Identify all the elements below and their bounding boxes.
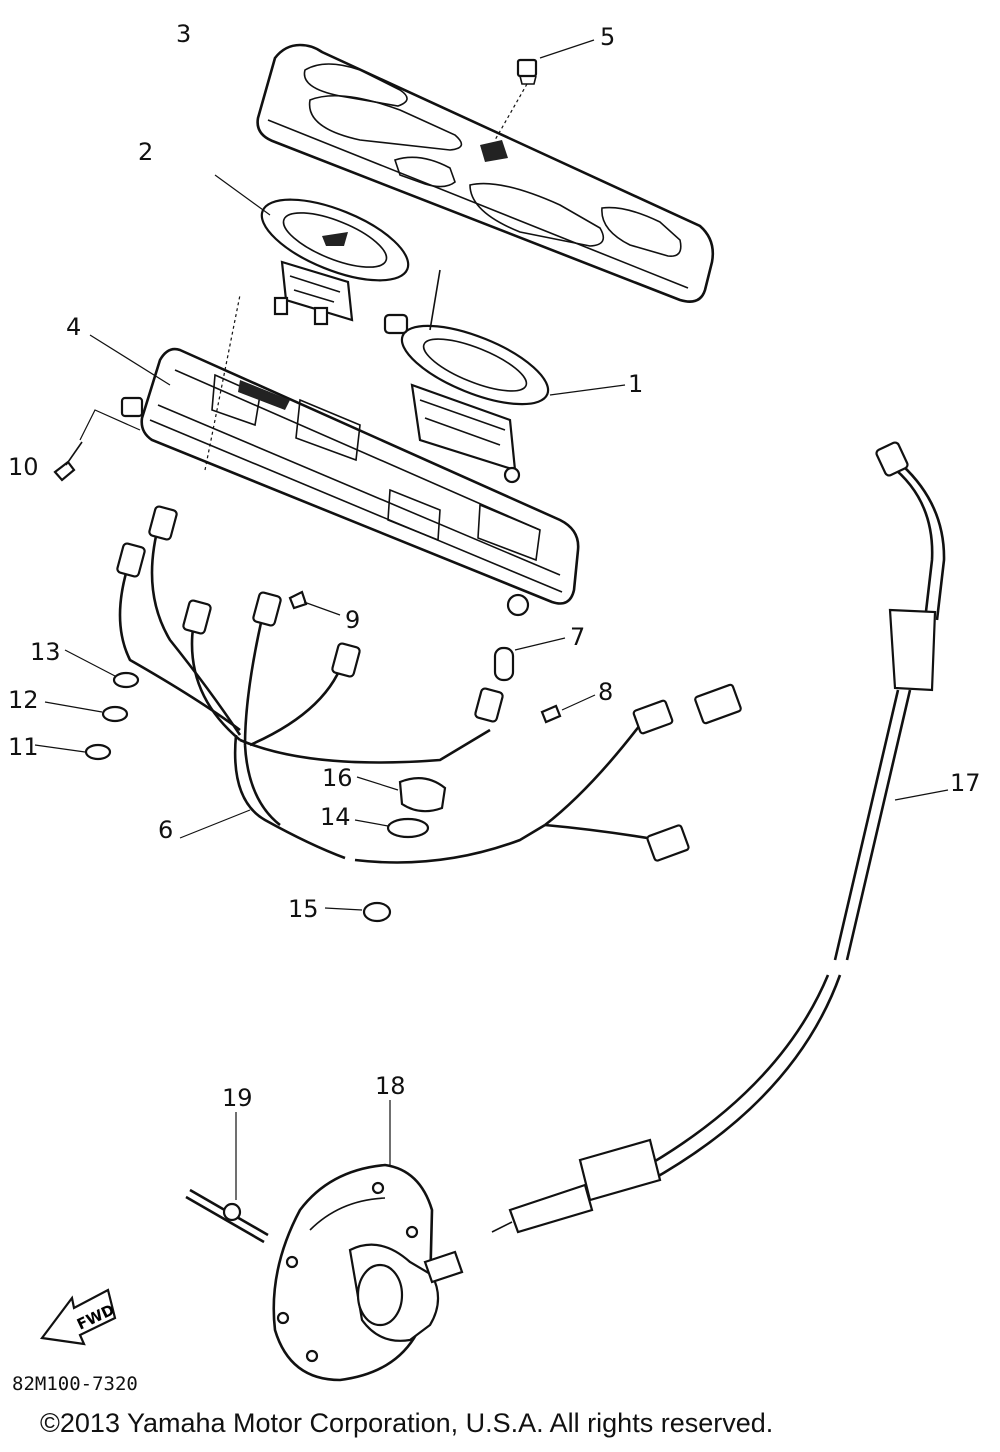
callout-17: 17	[950, 769, 981, 797]
part-19-pin	[185, 1112, 269, 1244]
copyright-notice: ©2013 Yamaha Motor Corporation, U.S.A. A…	[40, 1408, 773, 1438]
callout-9: 9	[345, 606, 360, 634]
part-13-grommet	[112, 671, 140, 689]
part-10-screw	[53, 409, 141, 482]
part-2-gauge-unit	[214, 174, 410, 326]
callout-15: 15	[288, 895, 319, 923]
callout-11: 11	[8, 733, 39, 761]
callout-2: 2	[138, 138, 153, 166]
part-11-grommet	[84, 743, 112, 761]
callout-18: 18	[375, 1072, 406, 1100]
callout-5: 5	[600, 23, 615, 51]
part-4-meter-case	[89, 294, 580, 617]
part-3-meter-cover	[256, 43, 715, 303]
part-17-speedometer-cable	[491, 441, 949, 1234]
part-14-washer	[386, 817, 430, 839]
part-12-clip	[101, 705, 129, 723]
part-1-gauge-unit	[383, 269, 626, 484]
callout-1: 1	[628, 370, 643, 398]
callout-4: 4	[66, 313, 81, 341]
part-16-grommet	[398, 777, 447, 813]
callout-7: 7	[570, 623, 585, 651]
callout-labels: 3 5 2 4 1 10 9 7 13 8 12 11 16 17 14 6 1…	[8, 20, 981, 1112]
callout-13: 13	[30, 638, 61, 666]
small-parts	[34, 590, 596, 923]
part-6-wire-harness	[116, 505, 742, 864]
part-18-gear-unit	[272, 1100, 464, 1382]
part-15-nut	[362, 901, 392, 923]
callout-14: 14	[320, 803, 351, 831]
drawing-code: 82M100-7320	[12, 1373, 138, 1395]
callout-16: 16	[322, 764, 353, 792]
part-9-screw	[288, 590, 308, 610]
callout-12: 12	[8, 686, 39, 714]
callout-8: 8	[598, 678, 613, 706]
fwd-direction-arrow: FWD	[40, 1288, 117, 1346]
callout-19: 19	[222, 1084, 253, 1112]
part-7-bulb	[493, 646, 515, 682]
callout-3: 3	[176, 20, 191, 48]
part-5-screw	[494, 39, 595, 141]
callout-6: 6	[158, 816, 173, 844]
part-8-screw	[540, 704, 562, 724]
callout-10: 10	[8, 453, 39, 481]
